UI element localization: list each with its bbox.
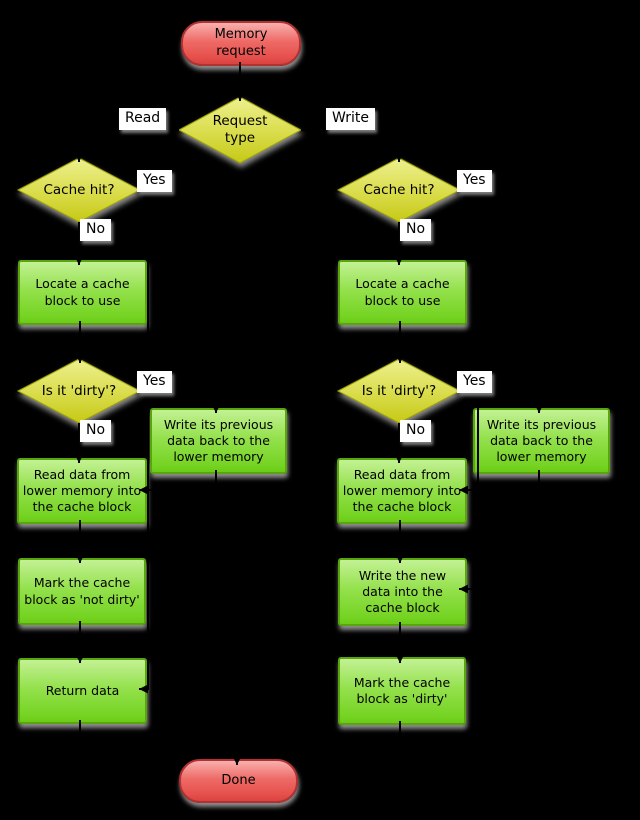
write-new-data-node: Write the new data into the cache block <box>338 558 467 626</box>
arrowhead <box>395 354 405 363</box>
yes-label-cache-hit-read: Yes <box>137 170 172 192</box>
write-back-node-write: Write its previous data back to the lowe… <box>473 408 610 474</box>
read-branch-label: Read <box>119 108 167 130</box>
write-back-node-read: Write its previous data back to the lowe… <box>150 408 287 474</box>
done-terminator: Done <box>179 759 298 803</box>
cache-hit-decision-read: Cache hit? <box>43 181 115 198</box>
cache-hit-decision-write: Cache hit? <box>363 181 435 198</box>
yes-label-is-dirty-write: Yes <box>457 371 492 393</box>
no-label-is-dirty-read: No <box>80 420 112 442</box>
arrowhead <box>74 153 84 162</box>
yes-label-is-dirty-read: Yes <box>137 371 172 393</box>
arrowhead <box>75 354 85 363</box>
read-lower-memory-node-read: Read data from lower memory into the cac… <box>17 458 147 524</box>
return-data-node: Return data <box>18 658 147 724</box>
read-lower-memory-node-write: Read data from lower memory into the cac… <box>337 458 467 524</box>
locate-block-node-write: Locate a cache block to use <box>338 260 467 325</box>
mark-dirty-node: Mark the cache block as 'dirty' <box>338 657 466 725</box>
memory-request-terminator: Memory request <box>181 21 301 66</box>
flow-connector <box>78 129 179 162</box>
no-label-cache-hit-read: No <box>80 219 112 241</box>
request-type-decision: Request type <box>212 113 268 146</box>
arrowhead <box>394 153 404 162</box>
is-dirty-decision-write: Is it 'dirty'? <box>361 382 437 399</box>
is-dirty-decision-read: Is it 'dirty'? <box>41 382 117 399</box>
no-label-is-dirty-write: No <box>400 420 432 442</box>
arrowhead <box>235 92 245 101</box>
yes-label-cache-hit-write: Yes <box>457 170 492 192</box>
mark-not-dirty-node: Mark the cache block as 'not dirty' <box>18 558 146 625</box>
flow-connector <box>301 129 400 162</box>
no-label-cache-hit-write: No <box>400 219 432 241</box>
write-branch-label: Write <box>326 108 375 130</box>
locate-block-node-read: Locate a cache block to use <box>18 260 147 325</box>
